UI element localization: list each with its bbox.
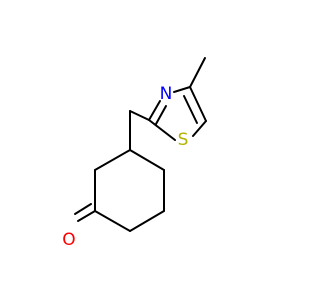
bond-c2t-n-b [155,105,167,125]
bond-c4t-methyl [189,57,206,88]
bond-c1-c2 [129,149,165,171]
bond-c5t-s [192,120,207,137]
bond-s-c2t [148,119,176,141]
sulfur-atom-label: S [178,130,189,150]
oxygen-atom-label: O [62,230,75,250]
nitrogen-atom-label: N [160,84,173,104]
bond-c4t-c5t-a [189,86,207,122]
bond-c2t-n-a [148,100,161,121]
bond-c4t-c5t-b [183,95,198,124]
bond-ch2-c2t [129,110,150,121]
structure-canvas: O N S [62,57,207,250]
bond-c5-o-b [74,203,92,215]
molecule-structure: O N S [62,57,207,250]
bond-n-c4t [173,86,191,93]
bond-c3-c4 [129,210,165,232]
bond-c4-c5 [94,210,131,232]
bond-c5-o-a [77,210,96,222]
bond-c6-c1 [94,149,131,171]
